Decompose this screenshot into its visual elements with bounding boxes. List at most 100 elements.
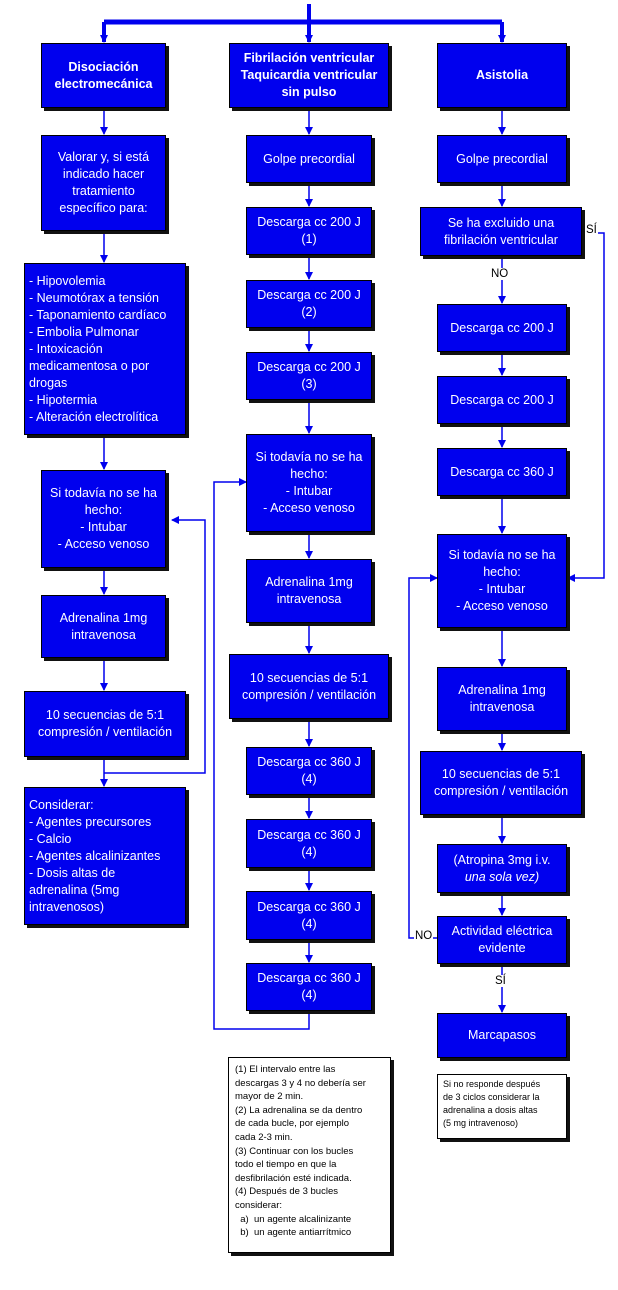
step-causas: - Hipovolemia - Neumotórax a tensión - T… <box>24 263 186 435</box>
step-intubar-right: Si todavía no se ha hecho: - Intubar - A… <box>437 534 567 628</box>
box-line: Golpe precordial <box>263 151 355 166</box>
note-line: (5 mg intravenoso) <box>443 1118 519 1128</box>
box-line: Actividad eléctrica <box>451 924 553 938</box>
box-line: Si todavía no se ha <box>49 486 158 500</box>
box-line: compresión / ventilación <box>433 784 569 798</box>
box-line: Descarga cc 200 J <box>257 360 361 374</box>
box-line: - Hipotermia <box>29 392 98 407</box>
box-line: Descarga cc 360 J <box>257 755 361 769</box>
box-line: intravenosa <box>276 592 342 606</box>
box-line: Valorar y, si está <box>57 150 150 164</box>
box-line: fibrilación ventricular <box>444 232 558 247</box>
box-line: Golpe precordial <box>456 151 548 166</box>
box-line: - Intubar <box>285 484 333 498</box>
step-adrenalina-left: Adrenalina 1mg intravenosa <box>41 595 166 658</box>
footnotes-box: (1) El intervalo entre las descargas 3 y… <box>228 1057 391 1253</box>
box-line: intravenosa <box>71 627 136 642</box>
header-asistolia: Asistolia <box>437 43 567 108</box>
box-line: medicamentosa o por <box>29 358 150 373</box>
step-secuencias-middle: 10 secuencias de 5:1 compresión / ventil… <box>229 654 389 719</box>
box-line: adrenalina (5mg <box>29 882 120 897</box>
box-line: Asistolia <box>475 68 529 82</box>
box-line: - Acceso venoso <box>263 501 355 515</box>
box-line: específico para: <box>59 201 148 215</box>
box-line: - Embolia Pulmonar <box>29 324 139 339</box>
label-no-top: NO <box>490 268 510 280</box>
step-intubar-middle: Si todavía no se ha hecho: - Intubar - A… <box>246 434 372 532</box>
box-line: Taquicardia ventricular <box>240 68 378 82</box>
step-secuencias-left: 10 secuencias de 5:1 compresión / ventil… <box>24 691 186 757</box>
step-descarga-200-b: Descarga cc 200 J <box>437 376 567 424</box>
step-descarga-360-right: Descarga cc 360 J <box>437 448 567 496</box>
box-line: Descarga cc 360 J <box>450 464 554 479</box>
box-line: Descarga cc 200 J <box>257 288 361 302</box>
box-line: Descarga cc 360 J <box>257 971 361 985</box>
step-excluido-fv: Se ha excluido una fibrilación ventricul… <box>420 207 582 256</box>
box-line: Disociación <box>68 59 139 74</box>
box-line: evidente <box>478 941 526 955</box>
box-line: Marcapasos <box>467 1028 537 1042</box>
box-line: compresión / ventilación <box>241 687 377 702</box>
note-line: de cada bucle, por ejemplo <box>235 1118 350 1130</box>
note-line: (2) La adrenalina se da dentro <box>235 1104 363 1116</box>
box-line: 10 secuencias de 5:1 <box>441 767 561 781</box>
box-line: Descarga cc 200 J <box>450 392 554 407</box>
step-golpe-middle: Golpe precordial <box>246 135 372 183</box>
box-line: sin pulso <box>281 85 337 99</box>
box-line: - Taponamiento cardíaco <box>29 307 167 322</box>
box-line: - Neumotórax a tensión <box>29 290 159 305</box>
step-descarga-360-c: Descarga cc 360 J (4) <box>246 891 372 940</box>
note-line: adrenalina a dosis altas <box>443 1105 538 1115</box>
header-fibrilacion: Fibrilación ventricular Taquicardia vent… <box>229 43 389 108</box>
box-line: - Acceso venoso <box>57 537 150 551</box>
header-disociacion: Disociación electromecánica <box>41 43 166 108</box>
box-line: intravenosos) <box>29 899 105 914</box>
box-line: - Acceso venoso <box>456 599 548 613</box>
box-line: Se ha excluido una <box>447 215 555 230</box>
step-adrenalina-right: Adrenalina 1mg intravenosa <box>437 667 567 731</box>
note-line: cada 2-3 min. <box>235 1131 293 1143</box>
box-line: tratamiento <box>72 184 135 198</box>
note-line: b) un agente antiarrítmico <box>235 1227 352 1239</box>
note-line: de 3 ciclos considerar la <box>443 1092 540 1102</box>
box-line: - Intoxicación <box>29 341 103 356</box>
box-line: Descarga cc 200 J <box>257 215 361 229</box>
box-line: hecho: <box>84 503 123 517</box>
note-line: a) un agente alcalinizante <box>235 1213 352 1225</box>
step-valorar: Valorar y, si está indicado hacer tratam… <box>41 135 166 231</box>
step-intubar-left: Si todavía no se ha hecho: - Intubar - A… <box>41 470 166 568</box>
note-line: (3) Continuar con los bucles <box>235 1145 354 1157</box>
step-descarga-360-d: Descarga cc 360 J (4) <box>246 963 372 1011</box>
note-line: descargas 3 y 4 no debería ser <box>235 1077 366 1089</box>
box-line: - Calcio <box>29 831 72 846</box>
step-descarga-3: Descarga cc 200 J (3) <box>246 352 372 400</box>
box-line: - Agentes alcalinizantes <box>29 848 161 863</box>
box-line: - Agentes precursores <box>29 814 152 829</box>
box-line: (Atropina 3mg i.v. <box>453 852 551 867</box>
step-marcapasos: Marcapasos <box>437 1013 567 1058</box>
box-line: hecho: <box>290 467 328 481</box>
box-line: (4) <box>301 844 317 859</box>
box-line: (4) <box>301 916 317 931</box>
step-considerar: Considerar: - Agentes precursores - Calc… <box>24 787 186 925</box>
note-line: Si no responde después <box>443 1079 541 1089</box>
step-descarga-2: Descarga cc 200 J (2) <box>246 280 372 328</box>
step-descarga-1: Descarga cc 200 J (1) <box>246 207 372 255</box>
box-line: - Hipovolemia <box>29 273 106 288</box>
box-line: Si todavía no se ha <box>448 548 556 562</box>
step-adrenalina-middle: Adrenalina 1mg intravenosa <box>246 559 372 623</box>
note-line: considerar: <box>235 1199 282 1211</box>
box-line: compresión / ventilación <box>37 725 173 739</box>
box-line: drogas <box>29 375 68 390</box>
box-line: Adrenalina 1mg <box>458 683 546 697</box>
label-si-bottom: SÍ <box>494 975 507 987</box>
box-line: Adrenalina 1mg <box>265 575 353 589</box>
box-line: indicado hacer <box>62 167 145 181</box>
note-line: todo el tiempo en que la <box>235 1159 337 1171</box>
box-line: - Alteración electrolítica <box>29 409 159 424</box>
asistolia-note-box: Si no responde después de 3 ciclos consi… <box>437 1074 567 1139</box>
step-actividad-electrica: Actividad eléctrica evidente <box>437 916 567 964</box>
step-descarga-360-b: Descarga cc 360 J (4) <box>246 819 372 868</box>
label-si-top: SÍ <box>585 224 598 236</box>
